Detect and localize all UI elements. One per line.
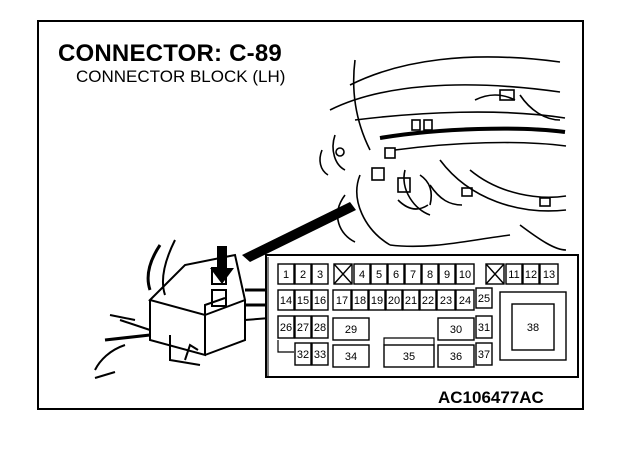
pin-label: 19 (371, 295, 383, 307)
pin-label: 22 (422, 295, 434, 307)
pin-label: 21 (405, 295, 417, 307)
pin-label: 15 (297, 295, 309, 307)
pin-label: 31 (478, 322, 490, 334)
down-arrow-icon (210, 246, 234, 284)
pin-label: 11 (508, 269, 519, 281)
pin-label: 38 (527, 322, 539, 334)
pin-label: 36 (450, 351, 462, 363)
pointer-line (242, 202, 356, 262)
connector-subtitle: CONNECTOR BLOCK (LH) (76, 67, 286, 86)
pin-label: 27 (297, 322, 309, 334)
pin-label: 23 (440, 295, 452, 307)
pin-label: 1 (283, 269, 289, 281)
pin-label: 30 (450, 324, 462, 336)
pin-label: 33 (314, 349, 326, 361)
pin-label: 20 (388, 295, 400, 307)
figure-id: AC106477AC (438, 388, 544, 407)
pin-labels: 1 2 3 4 5 6 7 8 9 10 11 12 13 14 15 16 1… (280, 269, 555, 363)
pin-label: 7 (410, 269, 416, 281)
pin-label: 2 (300, 269, 306, 281)
pin-label: 14 (280, 295, 292, 307)
pin-label: 9 (444, 269, 450, 281)
pin-layout (265, 254, 579, 378)
pin-label: 8 (427, 269, 433, 281)
pin-label: 10 (459, 269, 471, 281)
connector-title: CONNECTOR: C-89 (58, 40, 282, 67)
dashboard-sketch (319, 56, 567, 251)
pin-label: 16 (314, 295, 326, 307)
pin-label: 24 (459, 295, 471, 307)
pin-label: 34 (345, 351, 357, 363)
pin-label: 13 (543, 269, 555, 281)
pin-label: 6 (393, 269, 399, 281)
pin-label: 29 (345, 324, 357, 336)
pin-label: 5 (376, 269, 382, 281)
pin-label: 12 (525, 269, 537, 281)
pin-label: 32 (297, 349, 309, 361)
pin-label: 17 (336, 295, 348, 307)
pin-label: 25 (478, 293, 490, 305)
pin-label: 28 (314, 322, 326, 334)
pin-label: 35 (403, 351, 415, 363)
pin-label: 4 (359, 269, 365, 281)
pin-label: 37 (478, 349, 490, 361)
pin-label: 18 (354, 295, 366, 307)
pin-label: 26 (280, 322, 292, 334)
pin-label: 3 (317, 269, 323, 281)
connector-block-sketch (94, 239, 271, 379)
